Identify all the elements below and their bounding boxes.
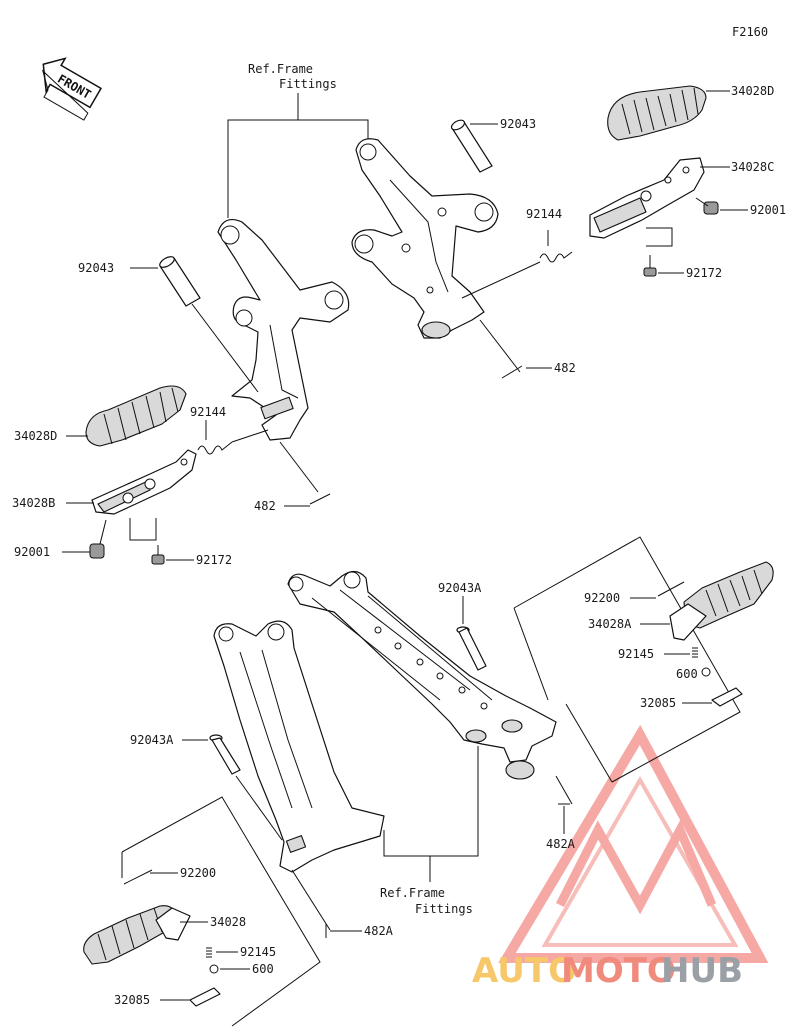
label-92145-right[interactable]: 92145 bbox=[618, 647, 654, 661]
footpeg-rubber-right bbox=[607, 85, 707, 141]
label-92172-right[interactable]: 92172 bbox=[686, 266, 722, 280]
pin-92043A-left bbox=[209, 734, 241, 775]
footpeg-rubber-left bbox=[85, 385, 187, 447]
label-92001-right[interactable]: 92001 bbox=[750, 203, 786, 217]
label-34028A[interactable]: 34028A bbox=[588, 617, 632, 631]
watermark-auto-text: AUTO bbox=[472, 951, 577, 991]
left-footpeg-bracket bbox=[217, 219, 350, 441]
label-92200-right[interactable]: 92200 bbox=[584, 591, 620, 605]
right-footpeg-bracket bbox=[351, 138, 499, 339]
label-600-right[interactable]: 600 bbox=[676, 667, 698, 681]
spring-92144-left bbox=[197, 420, 233, 455]
footpeg-34028 bbox=[83, 905, 191, 965]
label-32085-left[interactable]: 32085 bbox=[114, 993, 150, 1007]
pin-92043-right bbox=[450, 119, 493, 173]
passenger-bracket-left bbox=[213, 620, 385, 873]
figure-code: F2160 bbox=[732, 25, 768, 39]
label-600-left[interactable]: 600 bbox=[252, 962, 274, 976]
label-482-right[interactable]: 482 bbox=[554, 361, 576, 375]
label-34028B[interactable]: 34028B bbox=[12, 496, 55, 510]
ball-600-right bbox=[701, 667, 711, 677]
label-92145-left[interactable]: 92145 bbox=[240, 945, 276, 959]
spring-92144-right bbox=[539, 230, 573, 263]
label-92001-left[interactable]: 92001 bbox=[14, 545, 50, 559]
passenger-bracket-right bbox=[287, 570, 557, 780]
spring-92145-right bbox=[692, 647, 698, 658]
ball-600-left bbox=[209, 964, 219, 974]
ref-frame-top-line1: Ref.Frame bbox=[248, 62, 313, 76]
footpeg-body-right bbox=[589, 157, 705, 239]
label-92043A-top[interactable]: 92043A bbox=[438, 581, 482, 595]
label-482A-left[interactable]: 482A bbox=[364, 924, 394, 938]
screw-92172-right bbox=[643, 255, 657, 277]
plate-32085-right bbox=[711, 687, 743, 707]
watermark-logo-icon bbox=[498, 724, 769, 963]
pin-92200-right bbox=[657, 581, 685, 597]
label-34028C[interactable]: 34028C bbox=[731, 160, 774, 174]
footpeg-body-left bbox=[91, 449, 197, 515]
label-92043A-left[interactable]: 92043A bbox=[130, 733, 174, 747]
bolt-92001-left bbox=[89, 519, 107, 559]
footpeg-34028A bbox=[669, 561, 774, 641]
label-92144-left[interactable]: 92144 bbox=[190, 405, 226, 419]
screw-92172-left bbox=[151, 545, 165, 565]
label-92200-left[interactable]: 92200 bbox=[180, 866, 216, 880]
clip-482-left bbox=[309, 493, 331, 505]
ref-frame-bottom-line1: Ref.Frame bbox=[380, 886, 445, 900]
label-34028D-left[interactable]: 34028D bbox=[14, 429, 57, 443]
ref-frame-bottom-line2: Fittings bbox=[415, 902, 473, 916]
label-92043-right[interactable]: 92043 bbox=[500, 117, 536, 131]
label-34028D-right[interactable]: 34028D bbox=[731, 84, 774, 98]
plate-32085-left bbox=[189, 987, 221, 1007]
watermark-hub-text: HUB bbox=[661, 951, 743, 991]
pin-92043-left bbox=[159, 256, 201, 307]
pin-92043A-top bbox=[456, 626, 487, 671]
label-482A-right[interactable]: 482A bbox=[546, 837, 576, 851]
spring-92145-left bbox=[206, 947, 212, 958]
label-92144-right[interactable]: 92144 bbox=[526, 207, 562, 221]
label-482-left[interactable]: 482 bbox=[254, 499, 276, 513]
label-92172-left[interactable]: 92172 bbox=[196, 553, 232, 567]
front-arrow-icon: FRONT bbox=[41, 57, 103, 121]
pin-92200-left bbox=[123, 869, 153, 885]
watermark-moto-text: MOTO bbox=[561, 951, 676, 991]
clip-482-right bbox=[501, 365, 523, 379]
bolt-92001-right bbox=[695, 197, 719, 215]
ref-frame-top-line2: Fittings bbox=[279, 77, 337, 91]
label-92043-left[interactable]: 92043 bbox=[78, 261, 114, 275]
label-34028[interactable]: 34028 bbox=[210, 915, 246, 929]
label-32085-right[interactable]: 32085 bbox=[640, 696, 676, 710]
